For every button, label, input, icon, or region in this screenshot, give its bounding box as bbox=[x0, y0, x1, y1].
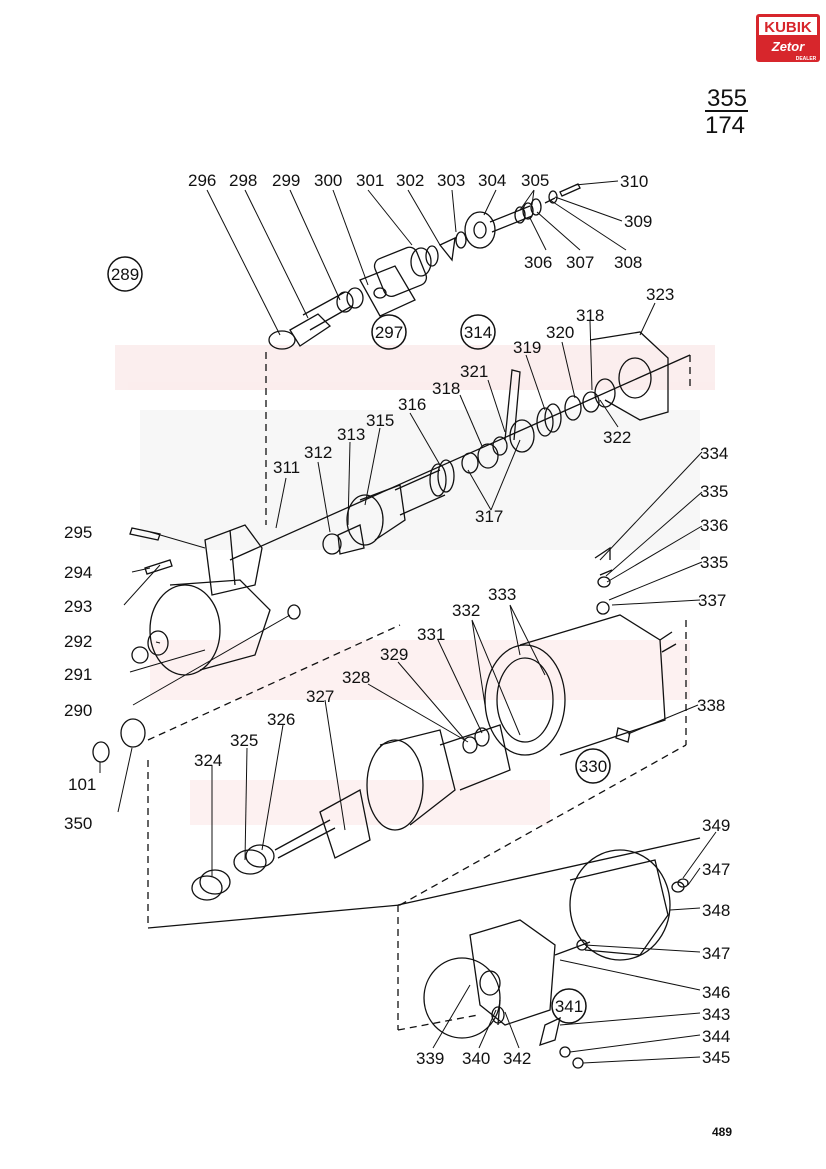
label-311: 311 bbox=[273, 458, 300, 477]
label-308: 308 bbox=[614, 253, 642, 272]
label-315: 315 bbox=[366, 411, 394, 430]
reference-number: 355 174 bbox=[705, 85, 748, 139]
label-328: 328 bbox=[342, 668, 370, 687]
label-310: 310 bbox=[620, 172, 648, 191]
ref-bottom: 174 bbox=[705, 112, 745, 139]
label-348: 348 bbox=[702, 901, 730, 920]
svg-text:297: 297 bbox=[375, 323, 403, 342]
label-347b: 347 bbox=[702, 944, 730, 963]
label-316: 316 bbox=[398, 395, 426, 414]
drive-end-housing bbox=[92, 524, 301, 763]
svg-text:341: 341 bbox=[555, 997, 583, 1016]
label-337: 337 bbox=[698, 591, 726, 610]
brand-tag-text: DEALER bbox=[796, 56, 817, 62]
brand-logo: KUBIK Zetor DEALER bbox=[756, 14, 820, 62]
label-300: 300 bbox=[314, 171, 342, 190]
label-335b: 335 bbox=[700, 553, 728, 572]
label-318a: 318 bbox=[576, 306, 604, 325]
label-322: 322 bbox=[603, 428, 631, 447]
label-312: 312 bbox=[304, 443, 332, 462]
label-295: 295 bbox=[64, 523, 92, 542]
label-303: 303 bbox=[437, 171, 465, 190]
part-labels: 296 298 299 300 301 302 303 304 305 310 … bbox=[64, 171, 730, 1068]
label-307: 307 bbox=[566, 253, 594, 272]
label-336: 336 bbox=[700, 516, 728, 535]
commutator-end bbox=[397, 837, 701, 1069]
label-290: 290 bbox=[64, 701, 92, 720]
label-298: 298 bbox=[229, 171, 257, 190]
label-321: 321 bbox=[460, 362, 488, 381]
label-324: 324 bbox=[194, 751, 222, 770]
ref-top: 355 bbox=[707, 85, 747, 112]
label-318b: 318 bbox=[432, 379, 460, 398]
label-293: 293 bbox=[64, 597, 92, 616]
label-350: 350 bbox=[64, 814, 92, 833]
label-344: 344 bbox=[702, 1027, 730, 1046]
field-frame bbox=[484, 546, 677, 756]
label-296: 296 bbox=[188, 171, 216, 190]
label-294: 294 bbox=[64, 563, 92, 582]
label-326: 326 bbox=[267, 710, 295, 729]
label-340: 340 bbox=[462, 1049, 490, 1068]
drawing-lines bbox=[92, 180, 717, 1069]
label-292: 292 bbox=[64, 632, 92, 651]
label-349: 349 bbox=[702, 816, 730, 835]
label-343: 343 bbox=[702, 1005, 730, 1024]
label-329: 329 bbox=[380, 645, 408, 664]
label-347a: 347 bbox=[702, 860, 730, 879]
callout-297: 297 bbox=[371, 314, 407, 350]
watermark bbox=[115, 345, 715, 825]
label-301: 301 bbox=[356, 171, 384, 190]
label-101: 101 bbox=[68, 775, 96, 794]
label-320: 320 bbox=[546, 323, 574, 342]
label-304: 304 bbox=[478, 171, 506, 190]
label-313: 313 bbox=[337, 425, 365, 444]
label-323: 323 bbox=[646, 285, 674, 304]
label-306: 306 bbox=[524, 253, 552, 272]
label-291: 291 bbox=[64, 665, 92, 684]
label-335a: 335 bbox=[700, 482, 728, 501]
label-338: 338 bbox=[697, 696, 725, 715]
label-332: 332 bbox=[452, 601, 480, 620]
label-333: 333 bbox=[488, 585, 516, 604]
label-346: 346 bbox=[702, 983, 730, 1002]
callout-289: 289 bbox=[107, 256, 143, 292]
brand-bottom-text: Zetor bbox=[771, 39, 805, 54]
label-339: 339 bbox=[416, 1049, 444, 1068]
label-302: 302 bbox=[396, 171, 424, 190]
callout-341: 341 bbox=[551, 988, 587, 1024]
callout-330: 330 bbox=[575, 748, 611, 784]
leader-lines bbox=[99, 180, 717, 1064]
drive-assembly bbox=[322, 331, 669, 555]
label-345: 345 bbox=[702, 1048, 730, 1067]
label-331: 331 bbox=[417, 625, 445, 644]
svg-text:289: 289 bbox=[111, 265, 139, 284]
brand-top-text: KUBIK bbox=[764, 19, 812, 36]
solenoid-assembly bbox=[268, 183, 581, 350]
label-317: 317 bbox=[475, 507, 503, 526]
label-299: 299 bbox=[272, 171, 300, 190]
label-325: 325 bbox=[230, 731, 258, 750]
label-342: 342 bbox=[503, 1049, 531, 1068]
callouts: 289 297 314 330 341 bbox=[107, 256, 611, 1024]
page-number: 489 bbox=[712, 1125, 732, 1139]
label-327: 327 bbox=[306, 687, 334, 706]
svg-text:330: 330 bbox=[579, 757, 607, 776]
label-309: 309 bbox=[624, 212, 652, 231]
label-319: 319 bbox=[513, 338, 541, 357]
label-334: 334 bbox=[700, 444, 728, 463]
label-305: 305 bbox=[521, 171, 549, 190]
svg-text:314: 314 bbox=[464, 323, 492, 342]
callout-314: 314 bbox=[460, 314, 496, 350]
